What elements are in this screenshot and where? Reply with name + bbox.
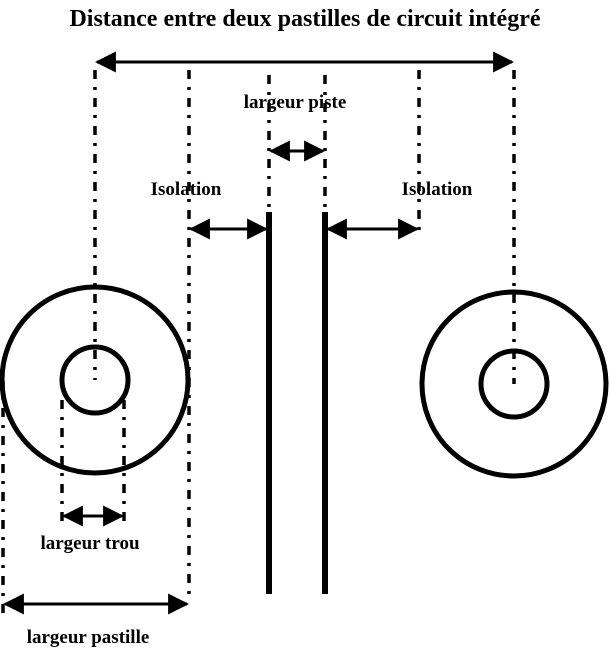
right-pad-outer-ring [419,289,609,479]
hole-width-label: largeur trou [40,533,139,554]
right-isolation-label: Isolation [402,179,473,200]
track-width-label: largeur piste [244,92,347,113]
pad-width-label: largeur pastille [27,627,150,648]
diagram-title: Distance entre deux pastilles de circuit… [69,6,540,32]
left-pad-hole [59,344,131,416]
left-isolation-label: Isolation [151,179,222,200]
